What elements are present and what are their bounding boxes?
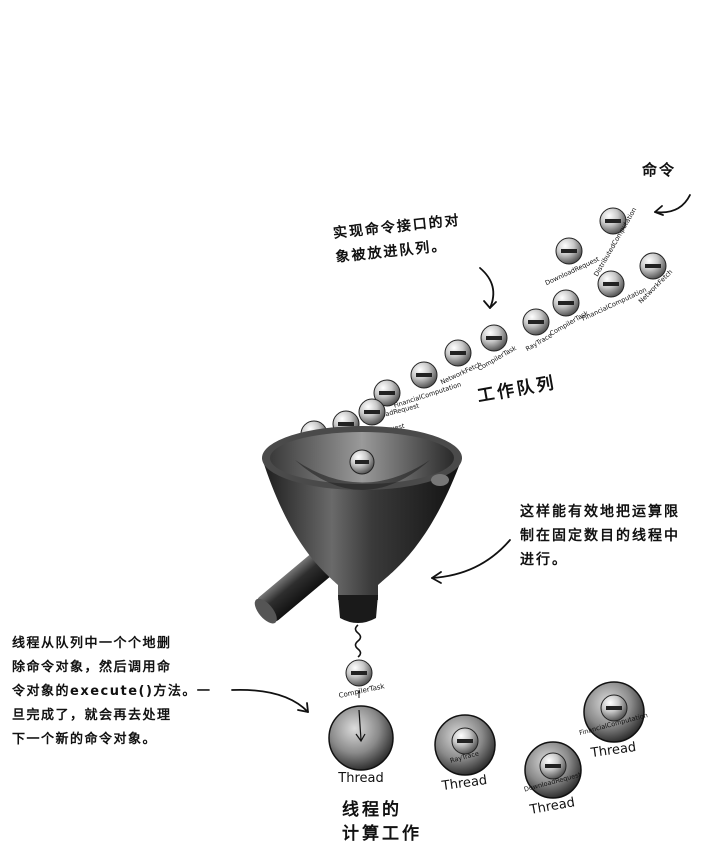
queue-item-band [338, 422, 354, 426]
queue-item: DistributedComputation [592, 206, 638, 278]
queue-item-band [561, 249, 577, 253]
compute-title: 线程的 计算工作 [342, 800, 422, 844]
queue-item-band [364, 410, 380, 414]
queue-item-band [528, 320, 544, 324]
queue-item: RayTrace [522, 308, 554, 353]
thread-label: Thread [589, 740, 637, 761]
thread-note-arrow [231, 688, 309, 713]
command-arrow [654, 194, 691, 214]
thread-arrow [355, 709, 366, 743]
thread-label: Thread [337, 771, 383, 786]
active-item-in-funnel [349, 449, 375, 475]
thread-label: Thread [528, 795, 576, 818]
queue-item: CompilerTask [548, 289, 590, 338]
active-item: CompilerTask [338, 659, 386, 700]
limit-note: 这样能有效地把运算限 制在固定数目的线程中 进行。 [520, 504, 680, 568]
queue-item-band [450, 351, 466, 355]
funnel [254, 426, 462, 658]
thread: Thread [328, 705, 394, 786]
queue-item-band [379, 391, 395, 395]
queue-note-arrow [479, 267, 495, 309]
queue-item-band [645, 264, 661, 268]
thread-note: 线程从队列中一个个地删 除命令对象，然后调用命 令对象的execute()方法。… [12, 636, 212, 747]
queue-item: NetworkFetch [439, 339, 483, 386]
limit-note-arrow [431, 539, 511, 579]
queue-item: NetworkFetch [637, 252, 674, 305]
queue-item: FinancialComputation [580, 270, 648, 323]
queue-item-band [558, 301, 574, 305]
queue-item-band [486, 336, 502, 340]
thread-task-band [545, 764, 561, 768]
thread-task-band [606, 706, 622, 710]
queue-item-band [416, 373, 432, 377]
annotation-arrows [231, 194, 691, 713]
queue-item: FinancialComputation [393, 361, 462, 410]
queue-item-band [603, 282, 619, 286]
thread-task-band [457, 739, 473, 743]
queue-item: CompilerTask [476, 324, 518, 373]
queue-item-band [605, 219, 621, 223]
queue-item: DownloadRequest [544, 237, 601, 287]
thread-label: Thread [440, 773, 488, 794]
command-label: 命令 [642, 161, 677, 179]
